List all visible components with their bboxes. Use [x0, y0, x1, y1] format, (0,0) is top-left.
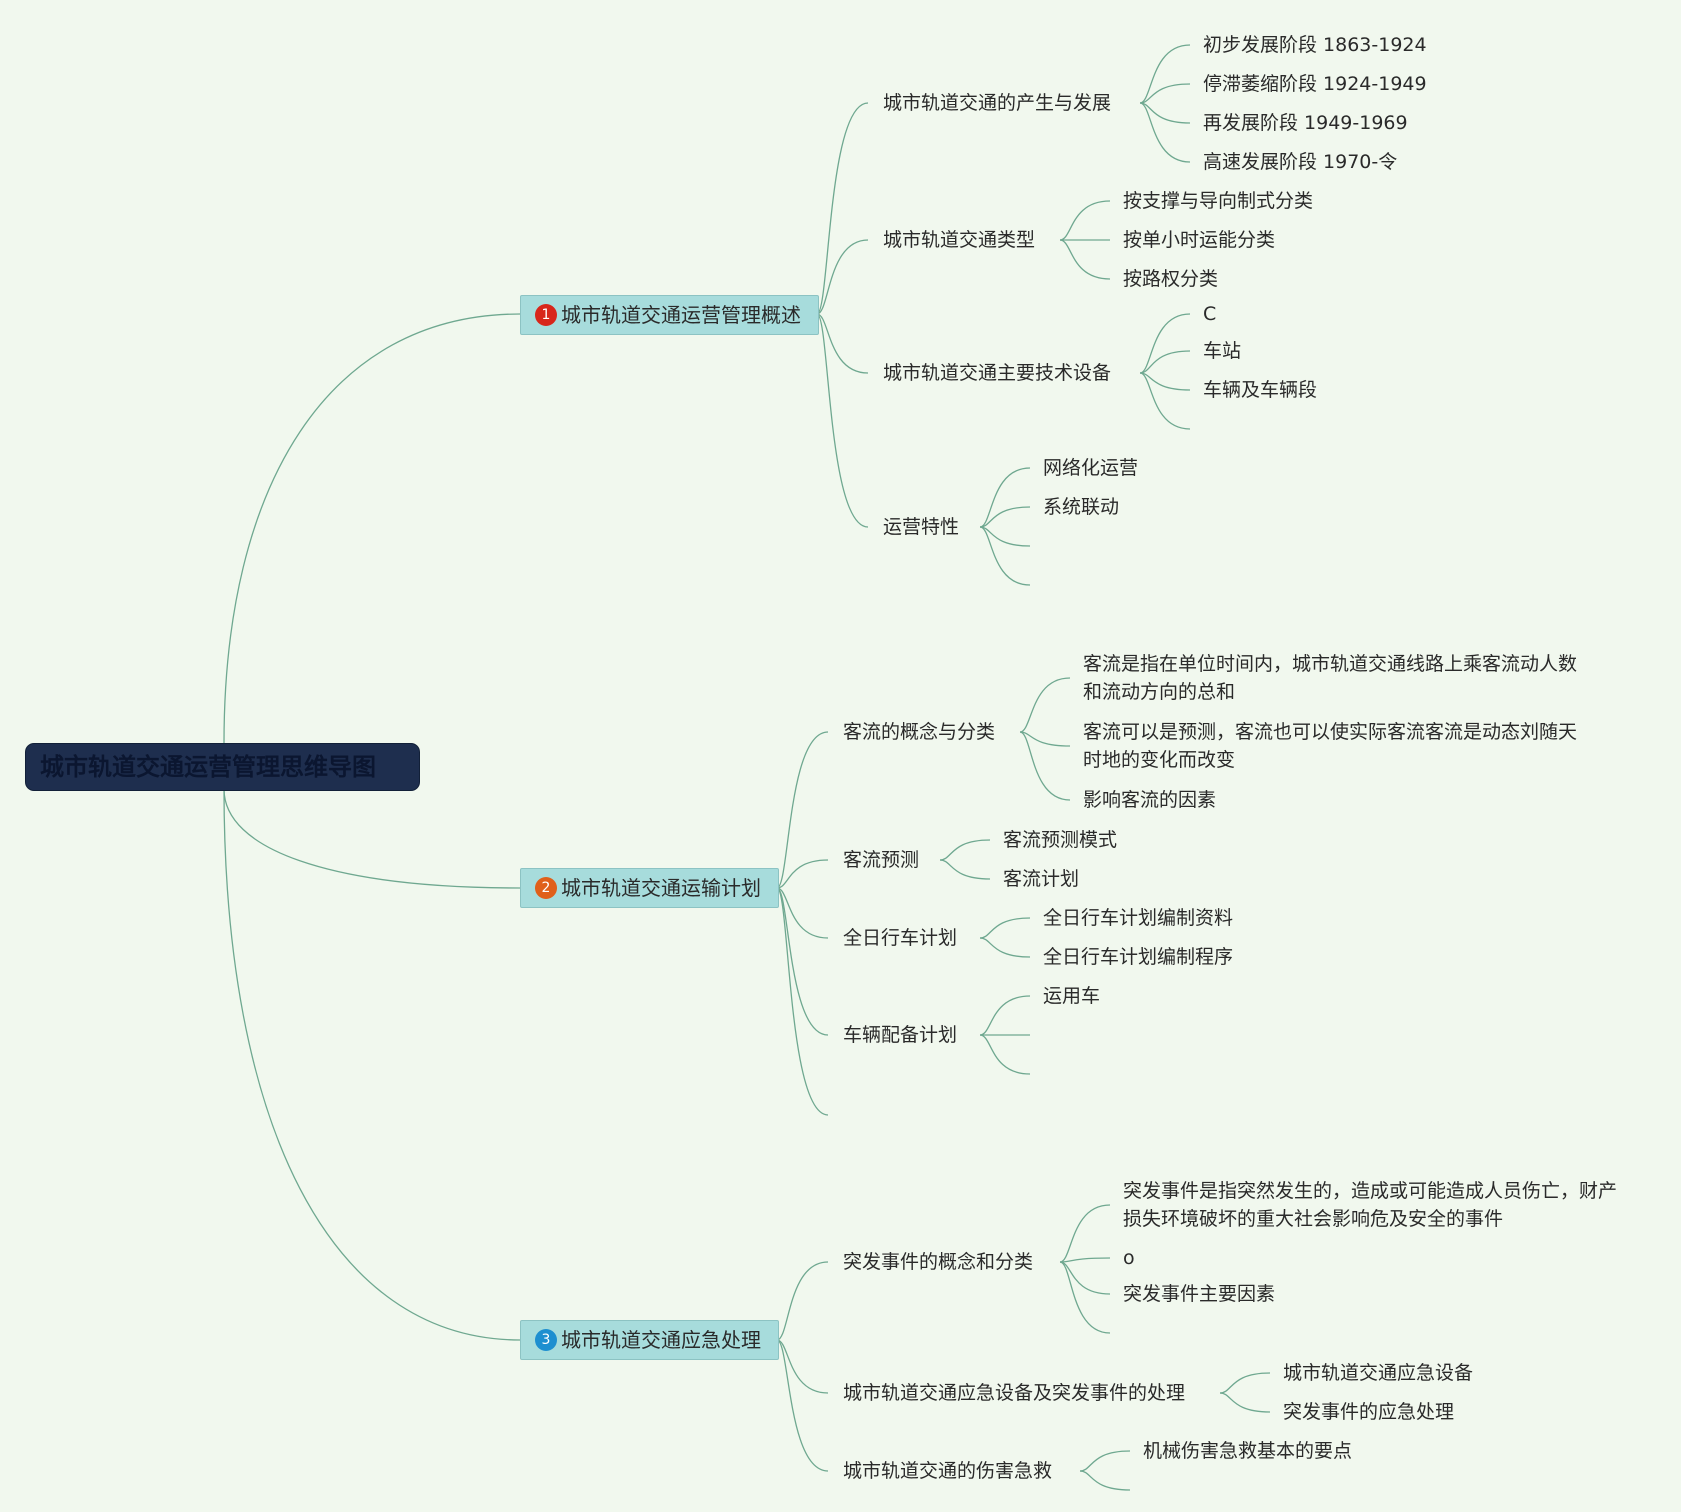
leaf-1-2-1[interactable]: 按支撑与导向制式分类: [1123, 190, 1314, 212]
subtopic-1-1[interactable]: 城市轨道交通的产生与发展: [883, 92, 1112, 114]
sub-1-3-leaf-1-line: [1139, 313, 1191, 374]
sub-1-4-leaf-4-line: [979, 526, 1031, 586]
branch-topic-2-label: 城市轨道交通运输计划: [561, 876, 761, 900]
leaf-3-1-2[interactable]: o: [1123, 1247, 1135, 1269]
sub-1-1-leaf-4-line: [1139, 102, 1191, 163]
leaf-1-1-3[interactable]: 再发展阶段 1949-1969: [1203, 112, 1408, 134]
sub-1-1-leaf-1-line: [1139, 44, 1191, 104]
sub-2-1-leaf-2-line: [1019, 731, 1071, 747]
branch-1-to-sub-2-line: [816, 239, 869, 315]
branch-3-to-sub-1-line: [776, 1261, 829, 1341]
sub-2-1-leaf-3-line: [1019, 731, 1071, 801]
branch-3-to-sub-3-line: [776, 1339, 829, 1472]
leaf-1-2-3[interactable]: 按路权分类: [1123, 268, 1219, 290]
sub-2-3-leaf-1-line: [979, 917, 1031, 939]
subtopic-1-3[interactable]: 城市轨道交通主要技术设备: [883, 362, 1112, 384]
leaf-2-3-2[interactable]: 全日行车计划编制程序: [1043, 946, 1234, 968]
leaf-2-2-1[interactable]: 客流预测模式: [1003, 829, 1118, 851]
leaf-3-1-1[interactable]: 突发事件是指突然发生的，造成或可能造成人员伤亡，财产损失环境破坏的重大社会影响危…: [1123, 1180, 1618, 1230]
branch-2-to-sub-3-line: [776, 887, 829, 939]
leaf-2-1-2[interactable]: 客流可以是预测，客流也可以使实际客流客流是动态刘随天时地的变化而改变: [1083, 721, 1578, 771]
branch-2-to-sub-1-line: [776, 731, 829, 889]
leaf-3-1-3[interactable]: 突发事件主要因素: [1123, 1283, 1276, 1305]
branch-1-to-sub-3-line: [816, 313, 869, 374]
leaf-3-2-2[interactable]: 突发事件的应急处理: [1283, 1401, 1455, 1423]
sub-1-4-leaf-2-line: [979, 506, 1031, 528]
branch-1-to-sub-4-line: [816, 313, 869, 528]
branch-topic-1[interactable]: 1 城市轨道交通运营管理概述: [520, 295, 819, 335]
branch-topic-1-label: 城市轨道交通运营管理概述: [561, 303, 801, 327]
sub-2-3-leaf-2-line: [979, 937, 1031, 958]
leaf-1-1-1[interactable]: 初步发展阶段 1863-1924: [1203, 34, 1427, 56]
subtopic-2-4[interactable]: 车辆配备计划: [843, 1024, 958, 1046]
root-topic[interactable]: 城市轨道交通运营管理思维导图: [25, 743, 420, 791]
priority-2-icon: 2: [535, 877, 557, 899]
sub-1-3-leaf-2-line: [1139, 350, 1191, 374]
sub-2-4-leaf-1-line: [979, 995, 1031, 1036]
leaf-1-3-2[interactable]: 车站: [1203, 340, 1242, 362]
leaf-1-1-4[interactable]: 高速发展阶段 1970-令: [1203, 151, 1398, 173]
branch-2-to-sub-4-line: [776, 887, 829, 1036]
sub-1-1-leaf-2-line: [1139, 83, 1191, 104]
leaf-2-1-3[interactable]: 影响客流的因素: [1083, 789, 1217, 811]
branch-topic-3-label: 城市轨道交通应急处理: [561, 1328, 761, 1352]
leaf-1-4-1[interactable]: 网络化运营: [1043, 457, 1139, 479]
subtopic-3-1[interactable]: 突发事件的概念和分类: [843, 1251, 1034, 1273]
subtopic-1-2[interactable]: 城市轨道交通类型: [883, 229, 1036, 251]
subtopic-3-3[interactable]: 城市轨道交通的伤害急救: [843, 1460, 1053, 1482]
leaf-1-3-3[interactable]: 车辆及车辆段: [1203, 379, 1318, 401]
sub-1-3-leaf-4-line: [1139, 372, 1191, 430]
leaf-2-4-1[interactable]: 运用车: [1043, 985, 1101, 1007]
sub-1-3-leaf-3-line: [1139, 372, 1191, 391]
sub-3-3-leaf-2-line: [1079, 1470, 1131, 1491]
leaf-1-2-2[interactable]: 按单小时运能分类: [1123, 229, 1276, 251]
leaf-2-3-1[interactable]: 全日行车计划编制资料: [1043, 907, 1234, 929]
branch-topic-3[interactable]: 3 城市轨道交通应急处理: [520, 1320, 779, 1360]
sub-2-2-leaf-1-line: [939, 839, 991, 861]
subtopic-2-3[interactable]: 全日行车计划: [843, 927, 958, 949]
leaf-3-2-1[interactable]: 城市轨道交通应急设备: [1283, 1362, 1474, 1384]
subtopic-1-4[interactable]: 运营特性: [883, 516, 960, 538]
branch-1-to-sub-1-line: [816, 102, 869, 315]
subtopic-2-1[interactable]: 客流的概念与分类: [843, 721, 996, 743]
branch-topic-2[interactable]: 2 城市轨道交通运输计划: [520, 868, 779, 908]
leaf-2-1-1[interactable]: 客流是指在单位时间内，城市轨道交通线路上乘客流动人数和流动方向的总和: [1083, 653, 1578, 703]
sub-3-2-leaf-2-line: [1219, 1392, 1271, 1413]
sub-1-2-leaf-1-line: [1059, 200, 1111, 241]
subtopic-2-2[interactable]: 客流预测: [843, 849, 920, 871]
leaf-1-4-2[interactable]: 系统联动: [1043, 496, 1120, 518]
leaf-1-3-1[interactable]: C: [1203, 303, 1217, 325]
root-topic-label: 城市轨道交通运营管理思维导图: [40, 753, 376, 781]
subtopic-3-2[interactable]: 城市轨道交通应急设备及突发事件的处理: [843, 1382, 1186, 1404]
leaf-3-3-1[interactable]: 机械伤害急救基本的要点: [1143, 1440, 1353, 1462]
sub-2-4-leaf-3-line: [979, 1034, 1031, 1075]
sub-2-2-leaf-2-line: [939, 859, 991, 880]
root-to-branch-3-line: [223, 788, 521, 1341]
branch-2-to-sub-5-line: [776, 887, 829, 1116]
branch-3-to-sub-2-line: [776, 1339, 829, 1394]
branch-2-to-sub-2-line: [776, 859, 829, 889]
sub-1-2-leaf-3-line: [1059, 239, 1111, 280]
sub-3-3-leaf-1-line: [1079, 1450, 1131, 1472]
root-to-branch-2-line: [223, 788, 521, 889]
sub-3-1-leaf-4-line: [1059, 1261, 1111, 1334]
leaf-1-1-2[interactable]: 停滞萎缩阶段 1924-1949: [1203, 73, 1427, 95]
sub-3-1-leaf-1-line: [1059, 1204, 1111, 1263]
sub-1-4-leaf-1-line: [979, 467, 1031, 528]
leaf-2-2-2[interactable]: 客流计划: [1003, 868, 1080, 890]
sub-3-2-leaf-1-line: [1219, 1372, 1271, 1394]
root-to-branch-1-line: [223, 313, 521, 744]
sub-3-1-leaf-2-line: [1059, 1257, 1111, 1263]
sub-2-1-leaf-1-line: [1019, 677, 1071, 733]
priority-1-icon: 1: [535, 304, 557, 326]
sub-3-1-leaf-3-line: [1059, 1261, 1111, 1295]
priority-3-icon: 3: [535, 1329, 557, 1351]
